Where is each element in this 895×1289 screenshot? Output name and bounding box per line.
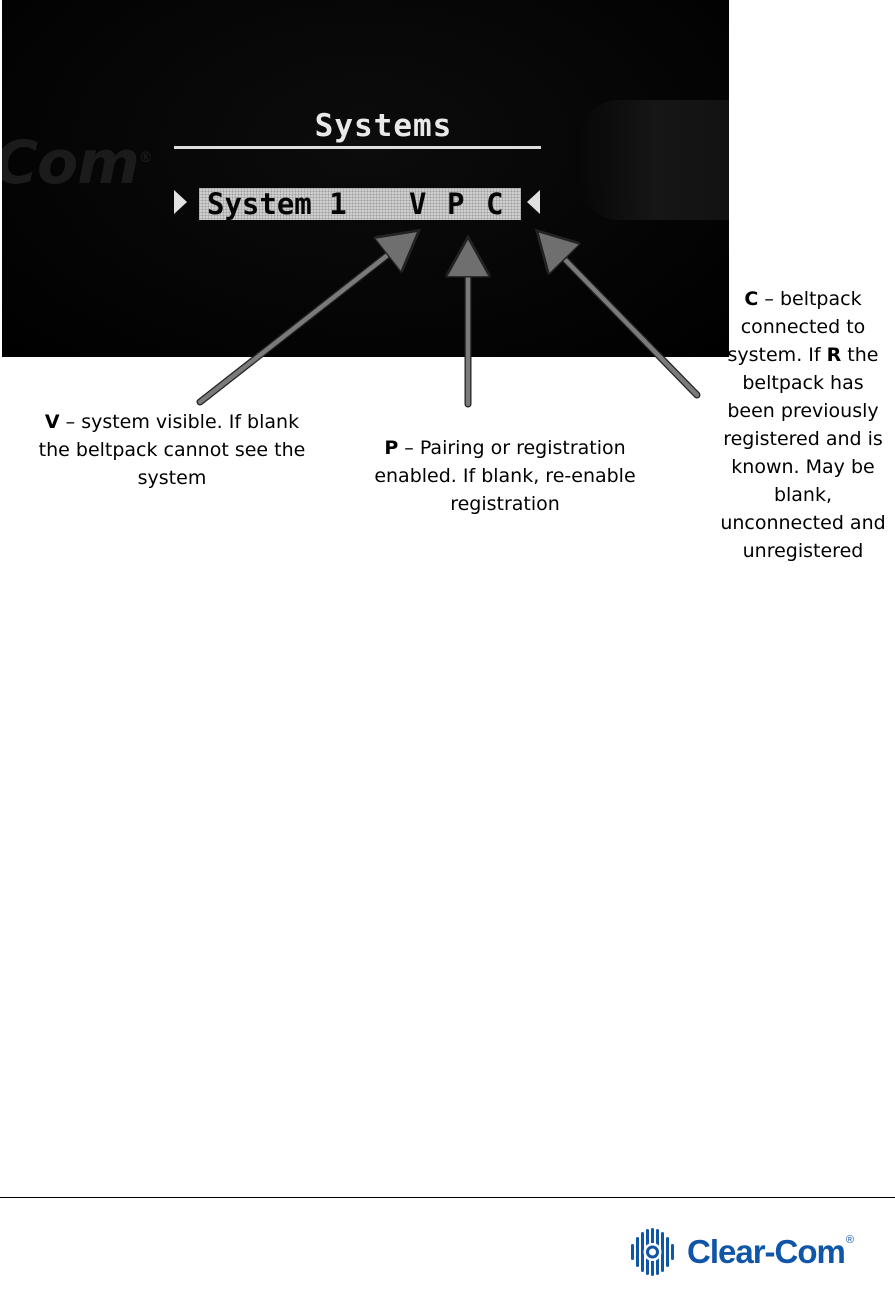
flag-pairing: P <box>447 187 465 221</box>
callout-c-letter: C <box>744 288 759 310</box>
callout-c-letter-r: R <box>826 344 842 366</box>
system-row-highlighted: System 1 V P C <box>199 188 521 220</box>
callout-p-letter: P <box>384 437 399 459</box>
callout-v-text: – system visible. If blank the beltpack … <box>38 411 306 489</box>
ghost-logo-reflection: Com® <box>2 128 153 198</box>
selector-left-arrow-icon <box>174 190 187 214</box>
flag-connected: C <box>486 187 504 221</box>
clear-com-wordmark: Clear-Com <box>687 1233 846 1270</box>
callout-c-text-after: the beltpack has been previously registe… <box>720 344 886 562</box>
callout-v-letter: V <box>44 411 60 433</box>
lcd-screen-photo: Com® Systems System 1 V P C <box>2 0 729 357</box>
selector-right-arrow-icon <box>527 190 540 214</box>
callout-visible: V – system visible. If blank the beltpac… <box>36 408 308 492</box>
flag-visible: V <box>409 187 427 221</box>
screen-title: Systems <box>314 108 453 144</box>
footer-divider <box>0 1197 895 1198</box>
clear-com-logo: Clear-Com ® <box>629 1226 854 1278</box>
callout-connected: C – beltpack connected to system. If R t… <box>718 285 888 565</box>
ghost-reflection-right <box>579 100 729 220</box>
clear-com-logo-mark-icon <box>631 1228 674 1276</box>
callout-p-text: – Pairing or registration enabled. If bl… <box>374 437 636 515</box>
system-name: System 1 <box>207 187 347 221</box>
callout-pairing: P – Pairing or registration enabled. If … <box>360 434 650 518</box>
screen-title-underline <box>174 146 541 149</box>
callout-c-text-before: – beltpack connected to system. If <box>727 288 866 366</box>
registered-mark: ® <box>845 1234 854 1246</box>
